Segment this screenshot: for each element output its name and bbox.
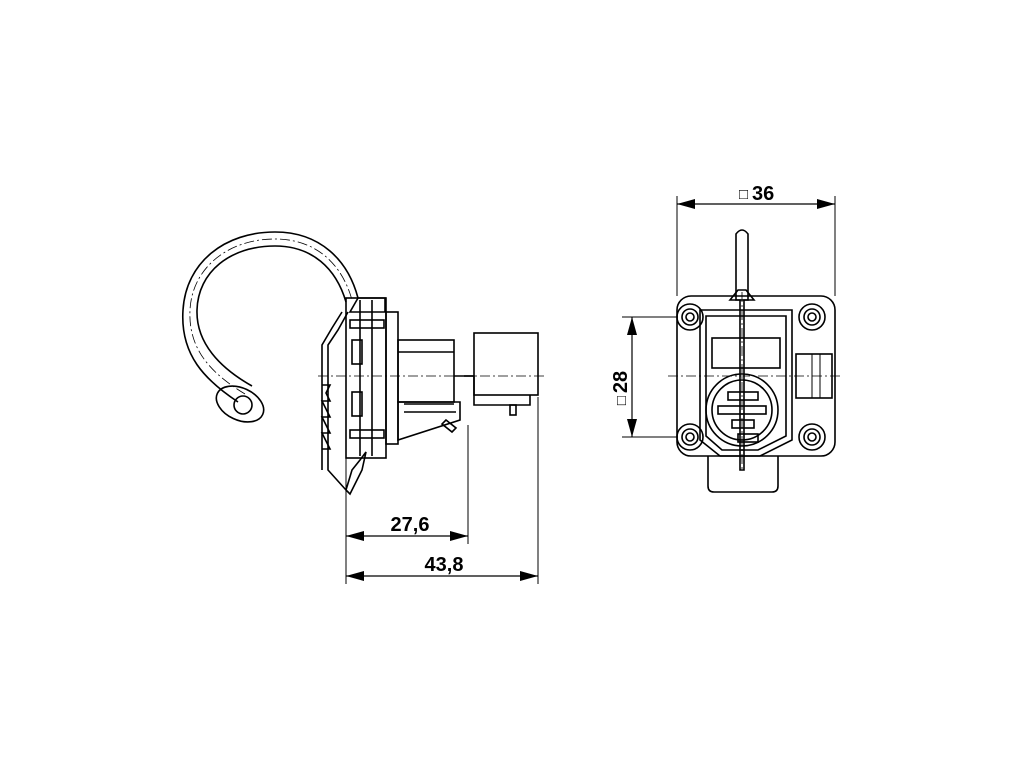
side-view: 27,6 43,8	[182, 231, 546, 584]
front-view: 36 □ 28 □	[610, 183, 840, 493]
mounting-hole-top-right	[798, 303, 826, 331]
tether-strap	[728, 229, 756, 471]
housing-body	[397, 339, 461, 442]
dimension-label-hole-spacing: 28	[610, 371, 632, 393]
dimension-label-overall-length: 43,8	[425, 554, 464, 576]
inner-body-edge	[705, 315, 787, 451]
upper-window	[711, 337, 781, 369]
square-symbol-width: □	[739, 186, 748, 203]
front-cap	[320, 297, 386, 496]
square-symbol-hole-spacing: □	[613, 396, 630, 405]
cap-tether	[182, 231, 359, 423]
mounting-hole-bottom-left	[676, 423, 704, 451]
dimension-28: 28 □	[610, 317, 637, 437]
dimension-label-inner-length: 27,6	[391, 514, 430, 536]
rear-module	[454, 332, 539, 416]
dimension-27-6: 27,6	[346, 514, 468, 541]
lower-tab	[707, 456, 779, 493]
mounting-hole-top-left	[676, 303, 704, 331]
inner-body	[699, 309, 793, 457]
dimension-43-8: 43,8	[346, 554, 538, 581]
flange	[345, 297, 399, 459]
mounting-hole-bottom-right	[798, 423, 826, 451]
dimension-label-width: 36	[752, 183, 774, 205]
dimension-36: 36 □	[677, 183, 835, 209]
